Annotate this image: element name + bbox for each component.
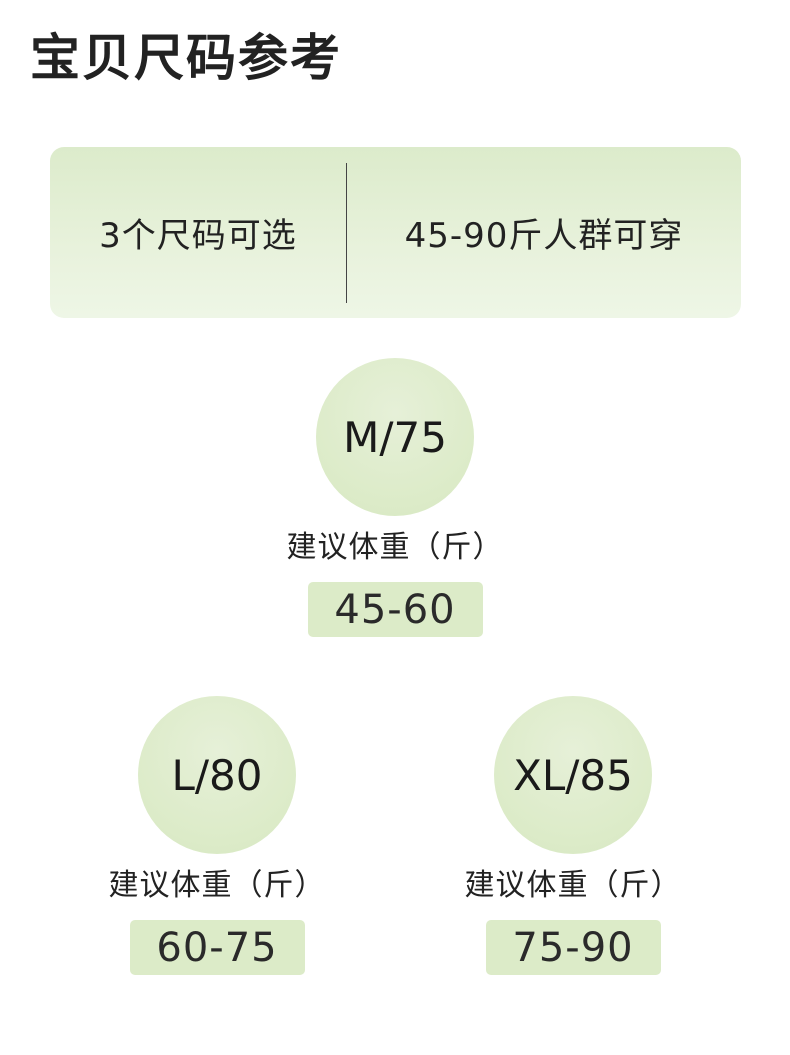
weight-range-badge: 75-90 — [485, 920, 661, 975]
size-item-l: L/80 建议体重（斤） 60-75 — [97, 696, 337, 975]
page-title: 宝贝尺码参考 — [30, 29, 342, 87]
size-circle: L/80 — [138, 696, 296, 854]
weight-label: 建议体重（斤） — [108, 868, 326, 903]
size-item-xl: XL/85 建议体重（斤） 75-90 — [453, 696, 693, 975]
weight-label: 建议体重（斤） — [464, 868, 682, 903]
weight-range-badge: 45-60 — [307, 582, 483, 637]
summary-card: 3个尺码可选 45-90斤人群可穿 — [50, 147, 741, 318]
weight-label: 建议体重（斤） — [286, 530, 504, 565]
size-count-text: 3个尺码可选 — [99, 216, 297, 256]
weight-range-text: 45-90斤人群可穿 — [404, 216, 684, 256]
size-circle: M/75 — [316, 358, 474, 516]
size-circle: XL/85 — [494, 696, 652, 854]
size-item-m: M/75 建议体重（斤） 45-60 — [275, 358, 515, 637]
summary-divider — [346, 162, 347, 303]
weight-range-badge: 60-75 — [129, 920, 305, 975]
